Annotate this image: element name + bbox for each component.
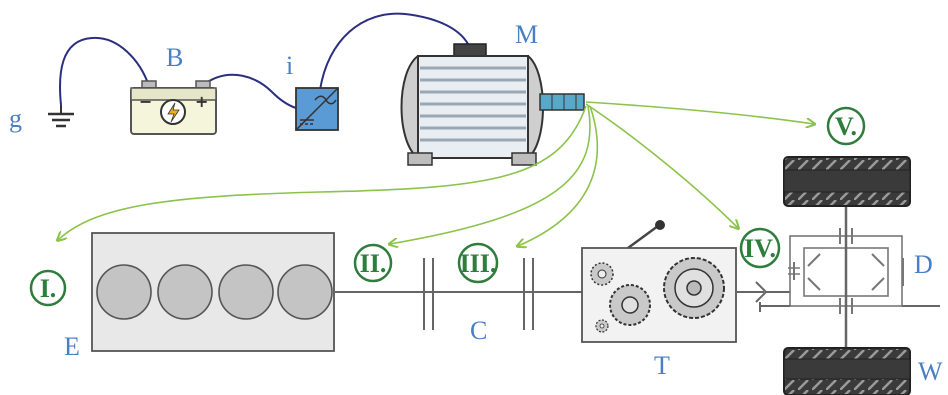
engine-label: E (64, 332, 80, 361)
motor-position-arrows (58, 101, 814, 246)
clutch-label: C (470, 316, 487, 345)
differential-icon (755, 228, 940, 314)
arrow-to-p1 (58, 105, 587, 240)
position-marker-iii: III. (457, 242, 499, 284)
position-marker-v: V. (826, 106, 866, 146)
arrow-to-p4 (585, 103, 738, 228)
transmission-icon (581, 220, 737, 343)
wheel-top-icon (783, 156, 911, 207)
clutch-2-icon (523, 258, 534, 330)
ground-symbol (48, 105, 74, 128)
battery-inverter-cable (202, 73, 297, 109)
arrow-to-p2 (390, 105, 591, 244)
motor-label: M (515, 20, 538, 49)
position-label-v: V. (835, 112, 857, 141)
position-label-iii: III. (460, 249, 497, 278)
battery-minus-sign: − (139, 92, 152, 111)
position-label-iv: IV. (744, 234, 776, 263)
inverter-icon (295, 87, 339, 131)
position-label-i: I. (40, 274, 57, 303)
arrow-to-p3 (518, 105, 599, 246)
arrow-to-p5 (585, 101, 814, 124)
ground-label: g (9, 104, 22, 133)
engine-cylinder (277, 264, 333, 320)
engine-icon (91, 232, 335, 352)
transmission-label: T (654, 351, 670, 380)
ground-cable (59, 36, 150, 106)
engine-cylinder (96, 264, 152, 320)
differential-label: D (914, 250, 933, 279)
position-marker-iv: IV. (739, 227, 781, 269)
electric-motor-icon (400, 43, 585, 166)
battery-label: B (166, 43, 183, 72)
position-marker-i: I. (29, 269, 67, 307)
position-label-ii: II. (360, 249, 387, 278)
battery-icon: − + (130, 80, 217, 135)
position-marker-ii: II. (353, 243, 393, 283)
engine-cylinder (218, 264, 274, 320)
engine-cylinder (157, 264, 213, 320)
clutch-1-icon (423, 258, 434, 330)
inverter-label: i (286, 51, 293, 80)
wheel-label: W (918, 357, 943, 386)
battery-plus-sign: + (195, 92, 208, 111)
wheel-bottom-icon (783, 347, 911, 395)
inverter-motor-cable (319, 12, 469, 91)
